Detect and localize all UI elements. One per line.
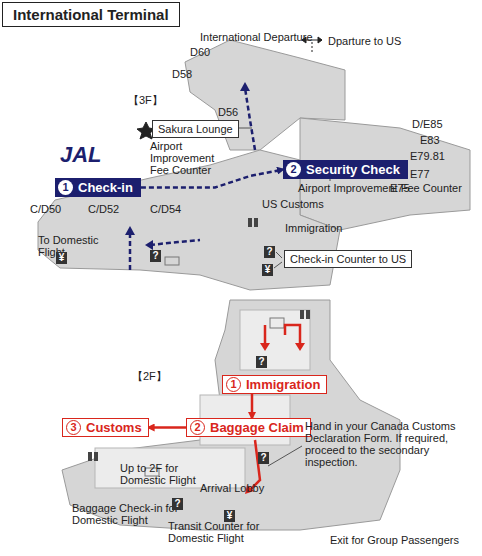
map-label: E79.81 [410, 150, 445, 162]
step-box: 3 Customs [62, 418, 149, 437]
route-dashes [130, 88, 255, 270]
box-text: Check-in [78, 180, 133, 195]
box-text: Sakura Lounge [158, 123, 233, 135]
step-number: 1 [226, 377, 241, 392]
map-label: E83 [420, 134, 440, 146]
facility-icon: ? [256, 356, 267, 368]
stair-icon [270, 318, 284, 328]
step-number: 2 [286, 162, 301, 177]
map-label: Transit Counter for Domestic Flight [168, 520, 283, 544]
step-number: 2 [190, 420, 205, 435]
step-box: 1 Check-in [55, 178, 141, 197]
step-number: 1 [58, 180, 73, 195]
map-label: Airport Improvement Fee Counter [298, 182, 462, 194]
map-label: To Domestic Flight [38, 234, 118, 258]
map-label: 【2F】 [132, 370, 167, 382]
map-label: Exit for Group Passengers [330, 534, 459, 546]
map-label: US Customs [262, 198, 324, 210]
map-label: C/D52 [88, 203, 119, 215]
arrival-corridor [240, 310, 310, 370]
facility-icon: ? [264, 246, 275, 258]
box-text: Customs [86, 420, 142, 435]
step-number: 3 [66, 420, 81, 435]
map-label: Dparture to US [328, 35, 401, 47]
step-box: 2 Baggage Claim [186, 418, 311, 437]
map-label: Airport Improvement Fee Counter [150, 140, 230, 176]
route-arrow [149, 426, 186, 429]
map-label: D56 [218, 106, 238, 118]
facility-icon: ¥ [262, 264, 273, 276]
red-route [250, 325, 300, 490]
map-label: Immigration [285, 222, 342, 234]
map-label: Hand in your Canada Customs Declaration … [305, 420, 477, 468]
map-label: 【3F】 [128, 94, 163, 106]
box-text: Baggage Claim [210, 420, 304, 435]
map-label: International Departure [200, 31, 313, 43]
airline-logo: JAL [60, 143, 102, 167]
step-box: 2 Security Check [283, 160, 408, 179]
label-box: Check-in Counter to US [284, 250, 412, 268]
facility-icon: ¥ [224, 510, 235, 522]
route-arrow [251, 394, 254, 418]
box-text: Security Check [306, 162, 400, 177]
floor-2f [62, 300, 400, 530]
escalator-icon [165, 257, 179, 265]
facility-icon: ? [150, 250, 161, 262]
east-wing-3f [300, 118, 470, 230]
label-box: Sakura Lounge [152, 120, 239, 138]
map-label: C/D54 [150, 203, 181, 215]
box-text: Check-in Counter to US [290, 253, 406, 265]
route-heads [125, 82, 250, 250]
facility-icon: ? [258, 452, 269, 464]
box-text: Immigration [246, 377, 320, 392]
map-label: C/D50 [30, 203, 61, 215]
map-label: E77 [410, 168, 430, 180]
map-title: International Terminal [2, 2, 180, 27]
facility-icon: ? [172, 498, 183, 510]
step-box: 1 Immigration [222, 375, 327, 394]
facility-icon: ¥ [56, 252, 67, 264]
map-label: D/E85 [412, 118, 443, 130]
map-label: Arrival Lobby [200, 482, 264, 494]
map-label: D58 [172, 68, 192, 80]
map-label: D60 [190, 46, 210, 58]
